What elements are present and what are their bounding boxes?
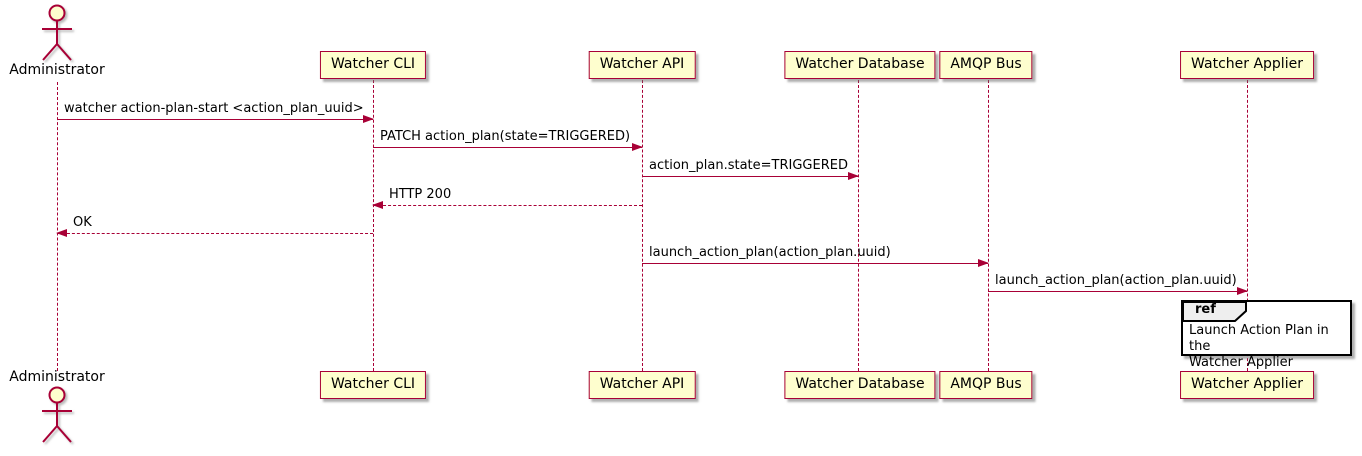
participant-watcher-database-top: Watcher Database: [784, 51, 936, 79]
message-label: HTTP 200: [389, 187, 452, 202]
actor-label: Administrator: [9, 369, 105, 385]
ref-body: Launch Action Plan in the Watcher Applie…: [1189, 323, 1346, 371]
actor-icon: [2, 385, 112, 447]
arrow-right-icon: [1237, 287, 1248, 295]
lifeline-watcher-api: [642, 80, 643, 371]
message-label: OK: [73, 215, 92, 230]
actor-administrator-bottom: Administrator: [2, 369, 112, 447]
message-line: [57, 233, 373, 234]
participant-watcher-cli-top: Watcher CLI: [319, 51, 427, 79]
message-label: action_plan.state=TRIGGERED: [649, 158, 848, 173]
participant-watcher-applier-top: Watcher Applier: [1180, 51, 1314, 79]
actor-icon: [2, 4, 112, 62]
actor-administrator-top: Administrator: [2, 4, 112, 78]
participant-watcher-cli-bottom: Watcher CLI: [319, 371, 427, 399]
lifeline-administrator: [57, 82, 58, 371]
message-label: PATCH action_plan(state=TRIGGERED): [380, 129, 631, 144]
ref-keyword: ref: [1195, 302, 1216, 317]
participant-amqp-bus-bottom: AMQP Bus: [939, 371, 1033, 399]
message-line: [642, 263, 988, 264]
message-label: launch_action_plan(action_plan.uuid): [649, 245, 891, 260]
lifeline-watcher-database: [858, 80, 859, 371]
ref-header: ref: [1182, 301, 1248, 322]
lifeline-watcher-applier: [1247, 80, 1248, 371]
lifeline-amqp-bus: [988, 80, 989, 371]
participant-amqp-bus-top: AMQP Bus: [939, 51, 1033, 79]
message-line: [373, 205, 642, 206]
actor-label: Administrator: [9, 62, 105, 78]
arrow-right-icon: [632, 143, 643, 151]
ref-line-1: Launch Action Plan in the: [1189, 323, 1329, 354]
arrow-left-icon: [372, 201, 383, 209]
message-line: [57, 119, 373, 120]
message-line: [642, 176, 858, 177]
participant-watcher-database-bottom: Watcher Database: [784, 371, 936, 399]
message-label: launch_action_plan(action_plan.uuid): [995, 273, 1237, 288]
arrow-right-icon: [978, 259, 989, 267]
participant-watcher-api-top: Watcher API: [588, 51, 696, 79]
ref-pentagon-icon: [1182, 301, 1247, 322]
message-line: [373, 147, 642, 148]
message-label: watcher action-plan-start <action_plan_u…: [64, 101, 364, 116]
participant-watcher-applier-bottom: Watcher Applier: [1180, 371, 1314, 399]
arrow-left-icon: [56, 229, 67, 237]
lifeline-watcher-cli: [373, 80, 374, 371]
arrow-right-icon: [848, 172, 859, 180]
arrow-right-icon: [363, 115, 374, 123]
message-line: [988, 291, 1247, 292]
participant-watcher-api-bottom: Watcher API: [588, 371, 696, 399]
ref-fragment: ref Launch Action Plan in the Watcher Ap…: [1181, 300, 1352, 370]
ref-line-2: Watcher Applier: [1189, 355, 1293, 370]
